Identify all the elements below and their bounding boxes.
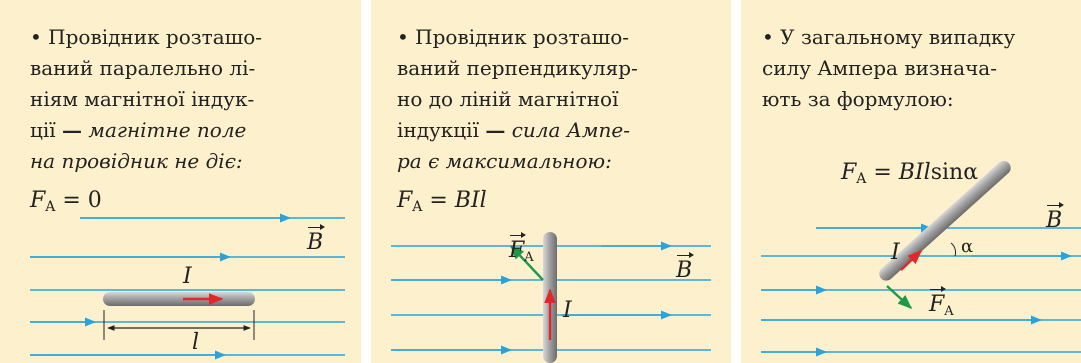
angle-arc — [950, 242, 956, 257]
panel-text: • У загальному випадку силу Ампера визна… — [762, 22, 1081, 115]
text-italic: сила Ампе- — [511, 118, 630, 142]
text-line-1: • Провідник розташо- — [397, 25, 630, 49]
label-b: B — [676, 252, 695, 283]
diagram-perpendicular — [391, 232, 711, 363]
text-line-4: індукції — сила Ампе- — [397, 115, 715, 146]
panel-parallel: • Провідник розташо- ваний паралельно лі… — [0, 0, 361, 363]
text-line-4: ції — магнітне поле — [30, 115, 335, 146]
field-lines — [30, 213, 345, 360]
force-sub: A — [944, 304, 954, 319]
vector-b: B — [1046, 202, 1065, 233]
formula-f: F — [30, 188, 46, 213]
text-line-1: • У загальному випадку — [762, 25, 1016, 49]
text-line-1: • Провідник розташо- — [30, 25, 263, 49]
text-normal: ції — [30, 118, 56, 142]
force-arrow — [510, 244, 544, 281]
formula-sub: A — [856, 171, 867, 187]
force-arrow — [886, 285, 913, 309]
label-current: I — [891, 240, 900, 265]
label-b: B — [307, 224, 326, 255]
text-line-2: ваний перпендикуляр- — [397, 56, 638, 80]
label-b: B — [1046, 202, 1065, 233]
label-force: FA — [509, 232, 534, 265]
panel-text: • Провідник розташо- ваний перпендикуляр… — [397, 22, 715, 177]
formula-zero: FA = 0 — [30, 188, 102, 215]
formula-rest: = 0 — [55, 188, 102, 213]
text-line-5: ра є максимальною: — [397, 149, 612, 173]
formula-sub: A — [412, 199, 423, 215]
text-line-3: но до ліній магнітної — [397, 87, 619, 111]
formula-sub: A — [45, 199, 56, 215]
formula-max: FA = BIl — [397, 188, 487, 215]
em-dash: — — [485, 118, 506, 142]
label-force: FA — [929, 286, 954, 319]
text-normal: індукції — [397, 118, 479, 142]
panel-perpendicular: • Провідник розташо- ваний перпендикуляр… — [371, 0, 731, 363]
vector-b: B — [307, 224, 326, 255]
label-current: I — [183, 264, 192, 289]
current-arrow — [900, 250, 923, 271]
formula-rest: = BIl — [422, 188, 487, 213]
formula-f: F — [841, 160, 857, 185]
text-line-2: ваний паралельно лі- — [30, 56, 256, 80]
text-line: • Провідник розташо- — [30, 22, 335, 53]
conductor — [103, 292, 255, 306]
text-line-2: силу Ампера визнача- — [762, 56, 997, 80]
vector-f: F — [509, 232, 527, 263]
formula-sin: sin — [930, 160, 964, 185]
diagram-general — [761, 160, 1081, 357]
vector-b: B — [676, 252, 695, 283]
panel-general: • У загальному випадку силу Ампера визна… — [741, 0, 1081, 363]
text-italic: магнітне поле — [88, 118, 247, 142]
label-current: I — [563, 298, 572, 323]
formula-alpha: α — [963, 160, 979, 185]
text-line-3: ють за формулою: — [762, 87, 954, 111]
diagram-parallel — [30, 213, 345, 360]
formula-f: F — [397, 188, 413, 213]
vector-f: F — [929, 286, 947, 317]
em-dash: — — [62, 118, 83, 142]
label-alpha: α — [961, 236, 974, 257]
panel-text: • Провідник розташо- ваний паралельно лі… — [30, 22, 335, 177]
formula-rest: = BIl — [866, 160, 931, 185]
text-line-3: ніям магнітної індук- — [30, 87, 255, 111]
formula-general: FA = BIlsinα — [841, 160, 978, 187]
force-sub: A — [524, 250, 534, 265]
text-line-5: на провідник не діє: — [30, 149, 243, 173]
label-length: l — [192, 330, 200, 355]
